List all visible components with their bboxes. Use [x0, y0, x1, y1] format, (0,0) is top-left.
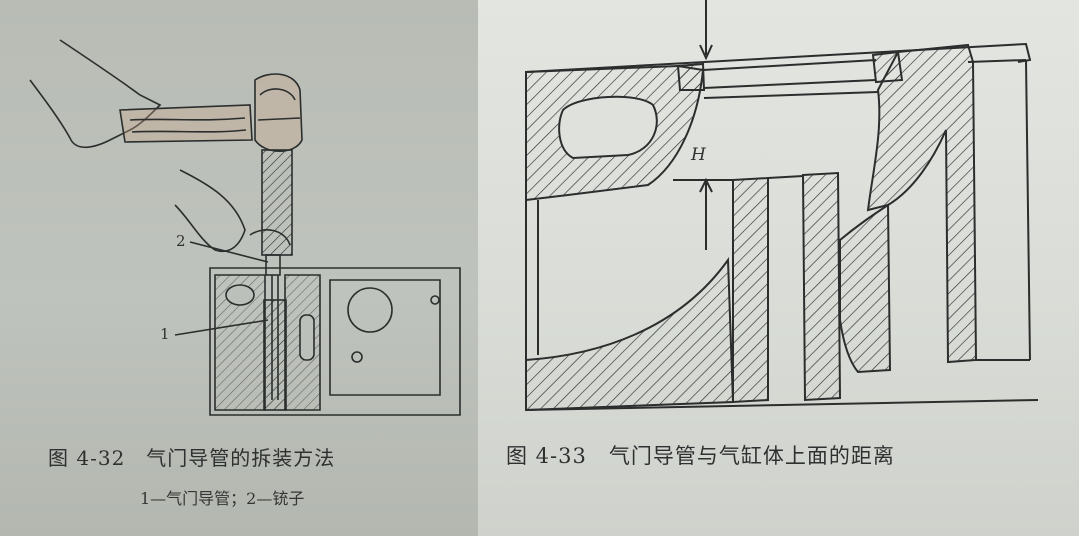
valve-seat-left: [676, 62, 706, 91]
valve-guide: [263, 299, 287, 411]
valve-guide-removal-drawing: [29, 39, 461, 416]
cylinder-head-outline: [209, 267, 461, 416]
hammer-head: [254, 73, 303, 152]
dimension-h-label: H: [691, 145, 706, 165]
callout-label-2: 2: [176, 232, 186, 250]
hammer-handle: [119, 104, 253, 143]
callout-label-1: 1: [160, 325, 170, 343]
upper-hand-outline: [29, 39, 162, 149]
figure-4-33-caption: 图 4-33 气门导管与气缸体上面的距离: [506, 444, 895, 468]
callout-2-leader: [189, 241, 269, 263]
water-jacket-cavity: [558, 95, 658, 160]
lower-hand-outline: [174, 169, 246, 252]
callout-1-leader: [174, 319, 269, 336]
figure-4-32-legend: 1—气门导管；2—铳子: [140, 489, 305, 508]
left-figure-panel: 2 1 图 4-32 气门导管的拆装方法 1—气门导管；2—铳子: [0, 0, 478, 536]
drift-knurled-grip: [261, 149, 293, 256]
figure-4-32-caption: 图 4-32 气门导管的拆装方法: [48, 446, 336, 470]
lower-port-section: [525, 257, 735, 412]
right-figure-panel: H 图 4-33 气门导管与气缸体上面的距离: [478, 0, 1079, 536]
valve-guide-section: [732, 176, 769, 404]
valve-guide-height-drawing: [525, 0, 1039, 412]
